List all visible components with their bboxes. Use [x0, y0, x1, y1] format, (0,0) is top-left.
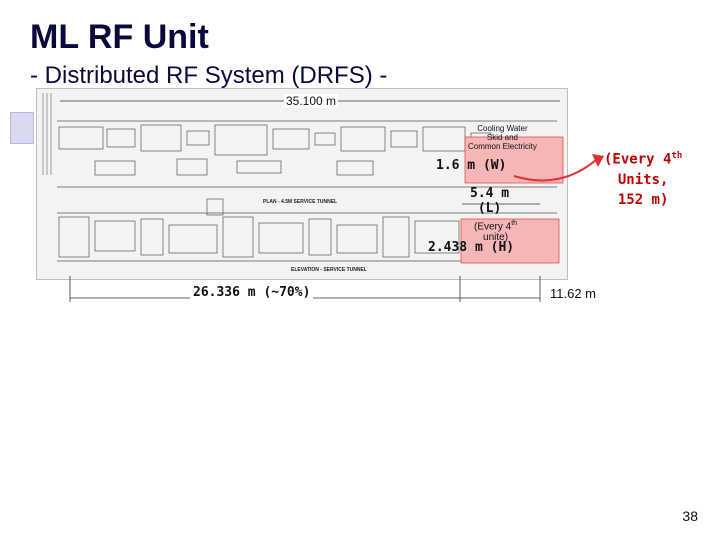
- remaining-length-label: 11.62 m: [550, 286, 597, 301]
- slide-title: ML RF Unit: [30, 18, 209, 56]
- every-unit-line-2: unite): [483, 232, 509, 244]
- elevation-caption: ELEVATION - SERVICE TUNNEL: [291, 267, 367, 273]
- plan-caption: PLAN - 4.5M SERVICE TUNNEL: [263, 199, 337, 205]
- skid-note-line-1: Cooling Water: [477, 124, 528, 133]
- width-label: 1.6 m (W): [436, 158, 507, 173]
- callout-sup: th: [671, 151, 683, 161]
- every-unit-line-1: (Every 4: [474, 221, 512, 233]
- skid-note-line-2: Skid and: [486, 133, 519, 142]
- slide-subtitle: - Distributed RF System (DRFS) -: [30, 62, 388, 89]
- callout-line-1: (Every 4: [604, 151, 672, 168]
- callout-line-2: Units,: [617, 171, 669, 188]
- callout-line-3: 152 m): [617, 191, 669, 208]
- drawing-legend-strip: [42, 93, 52, 175]
- length-code: (L): [477, 201, 502, 216]
- elevation-unit-highlight: [460, 218, 560, 264]
- height-label: 2.438 m (H): [428, 240, 515, 255]
- skid-note: Cooling Water Skid and Common Electricit…: [468, 124, 537, 151]
- units-callout: (Every 4th Units, 152 m): [604, 146, 682, 210]
- length-label: 5.4 m (L): [470, 186, 509, 216]
- total-length-label: 35.100 m: [284, 94, 339, 108]
- every-unit-note: (Every 4th unite): [474, 218, 517, 243]
- callout-arrow-head: [592, 154, 604, 167]
- tunnel-drawing: PLAN - 4.5M SERVICE TUNNEL ELEVATION - S…: [36, 88, 568, 280]
- bullet-marker: [10, 112, 34, 144]
- every-unit-sup: th: [511, 220, 518, 227]
- page-number: 38: [682, 508, 698, 524]
- occupied-length-label: 26.336 m (~70%): [190, 285, 314, 300]
- skid-note-line-3: Common Electricity: [468, 142, 537, 151]
- length-value: 5.4 m: [470, 186, 510, 201]
